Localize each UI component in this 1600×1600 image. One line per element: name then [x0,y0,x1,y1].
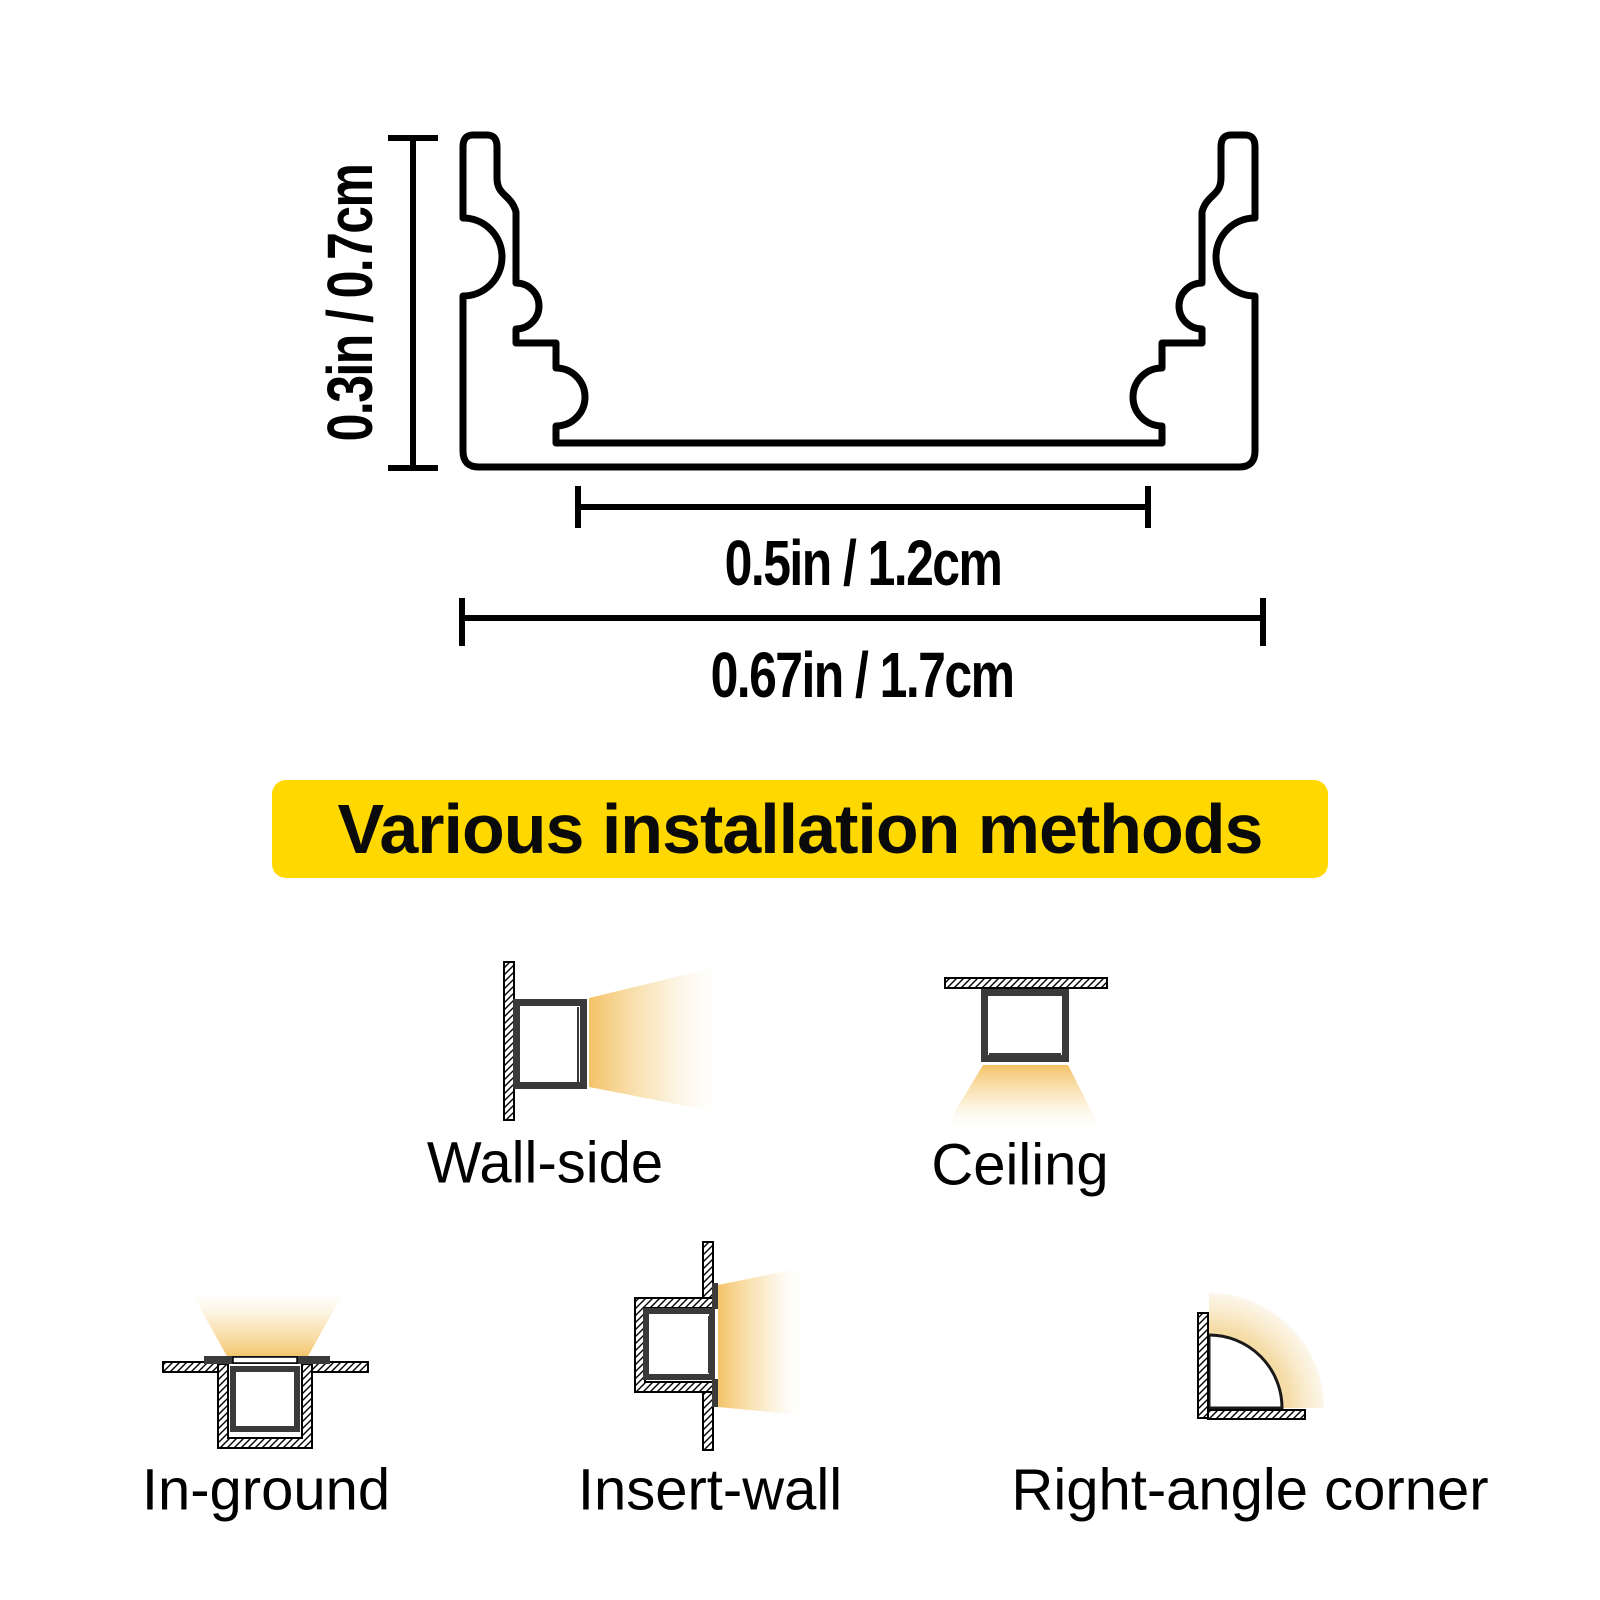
wall-hatch-lower [702,1391,714,1451]
light-beam [718,1268,802,1415]
channel-body [513,999,587,1089]
channel-body [230,1366,300,1432]
light-beam [589,967,717,1112]
height-dimension-line [388,135,438,471]
profile-cross-section-drawing [388,131,1266,646]
method-label-ceiling: Ceiling [931,1132,1109,1198]
profile-outline [459,131,1259,471]
ceiling-icon [944,977,1108,1128]
ceiling-hatch [944,977,1108,989]
light-beam [190,1290,345,1358]
light-beam [945,1065,1100,1128]
insert-wall-icon [634,1241,802,1451]
banner-title: Various installation methods [337,790,1264,868]
inner-width-dimension-line [575,486,1151,528]
channel-body [981,989,1069,1062]
wall-side-icon [503,961,717,1121]
corner-hatch-vertical [1197,1312,1209,1419]
wall-hatch-upper [702,1241,714,1299]
method-label-insert-wall: Insert-wall [577,1457,843,1523]
channel-body [643,1308,715,1380]
inner-width-dimension-label: 0.5in / 1.2cm [724,527,1003,599]
method-label-right-angle-corner: Right-angle corner [1011,1457,1489,1523]
outer-width-dimension-line [459,598,1266,646]
flange-tab-lower [712,1379,718,1407]
diffuser-strip [232,1356,298,1364]
outer-width-dimension-label: 0.67in / 1.7cm [710,639,1015,711]
corner-hatch-horizontal [1207,1409,1306,1420]
quarter-round-lens [1207,1333,1284,1410]
method-label-wall-side: Wall-side [426,1130,664,1196]
right-angle-corner-icon [1197,1293,1324,1420]
height-dimension-label: 0.3in / 0.7cm [314,164,386,442]
installation-methods-banner: Various installation methods [272,780,1328,878]
wall-hatch [503,961,515,1121]
method-label-in-ground: In-ground [141,1457,391,1523]
flange-tab-upper [712,1283,718,1309]
in-ground-icon [162,1290,369,1449]
